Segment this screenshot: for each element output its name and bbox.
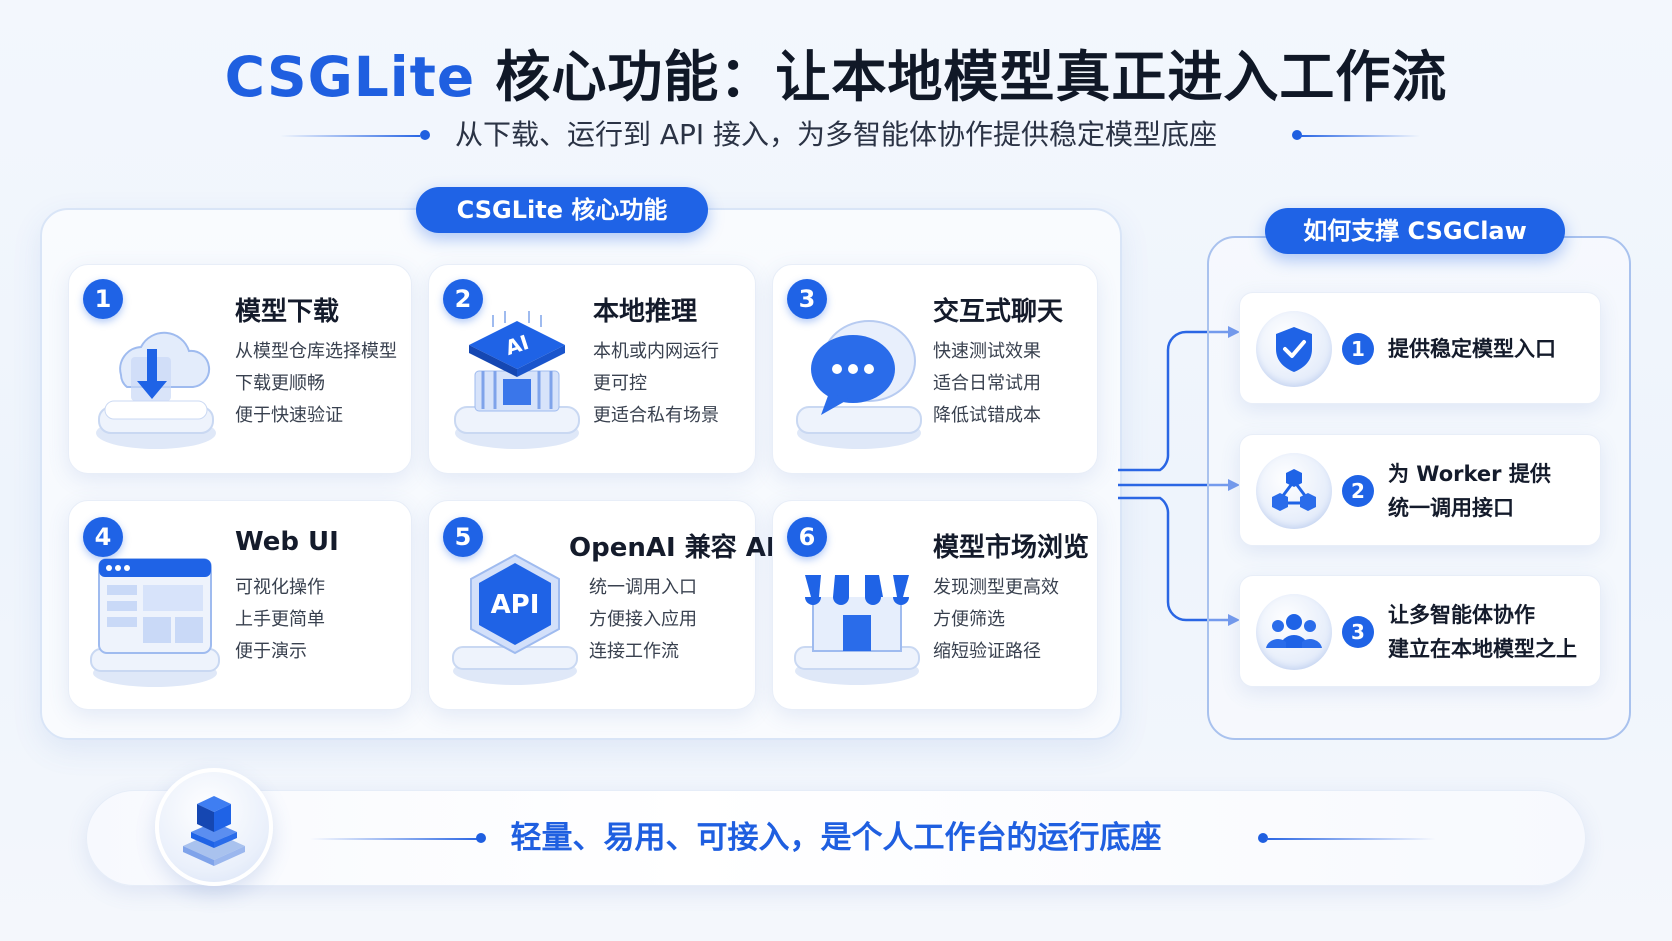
support-text-line: 统一调用接口 [1388, 496, 1514, 520]
feature-line: 降低试错成本 [933, 405, 1041, 426]
feature-line: 快速测试效果 [933, 341, 1041, 362]
feature-line: 本机或内网运行 [593, 341, 719, 362]
support-text-line: 让多智能体协作 [1388, 603, 1535, 627]
feature-line: 更可控 [593, 373, 647, 394]
feature-line: 统一调用入口 [589, 577, 697, 598]
support-text-line: 提供稳定模型入口 [1388, 337, 1556, 361]
feature-card-web-ui: 4 Web UI 可视化操作 上手更简单 便于演示 [68, 500, 412, 710]
feature-line: 便于快速验证 [235, 405, 343, 426]
users-group-icon [1266, 614, 1322, 648]
browser-window-icon [85, 545, 225, 699]
shield-check-icon [1276, 327, 1312, 372]
chat-bubble-icon [789, 305, 929, 459]
feature-number: 6 [787, 517, 827, 557]
support-number: 3 [1342, 616, 1374, 648]
subtitle-line-left [280, 135, 420, 137]
support-card-worker-interface: 2 为 Worker 提供 统一调用接口 [1239, 434, 1601, 546]
support-text-line: 为 Worker 提供 [1388, 462, 1551, 486]
feature-line: 更适合私有场景 [593, 405, 719, 426]
feature-number: 5 [443, 517, 483, 557]
feature-card-model-download: 1 模型下载 从模型仓库选择模型 下载更顺畅 便于快速验证 [68, 264, 412, 474]
feature-line: 可视化操作 [235, 577, 325, 598]
feature-card-interactive-chat: 3 交互式聊天 快速测试效果 适合日常试用 降低试错成本 [772, 264, 1098, 474]
api-hex-text: API [491, 590, 540, 620]
feature-card-model-market: 6 模型市场浏览 发现测型更高效 方便筛选 缩短验证路径 [772, 500, 1098, 710]
feature-title: 本地推理 [593, 297, 698, 327]
banner-icon-bg [155, 768, 273, 886]
feature-line: 发现测型更高效 [933, 577, 1059, 598]
feature-title: 模型下载 [235, 297, 340, 327]
banner-line-left [310, 838, 480, 840]
cube-stack-icon [183, 796, 245, 866]
feature-line: 连接工作流 [589, 641, 679, 662]
banner-tagline: 轻量、易用、可接入，是个人工作台的运行底座 [510, 820, 1162, 856]
feature-line: 从模型仓库选择模型 [235, 341, 397, 362]
api-hexagon-icon: API [445, 545, 585, 699]
feature-number: 2 [443, 279, 483, 319]
feature-title: OpenAI 兼容 API [569, 533, 795, 563]
banner-dot-right [1258, 833, 1268, 843]
support-number: 1 [1342, 333, 1374, 365]
feature-line: 便于演示 [235, 641, 307, 662]
cloud-download-icon [91, 305, 221, 459]
page-title: CSGLite 核心功能：让本地模型真正进入工作流 [0, 32, 1672, 112]
banner-dot-left [476, 833, 486, 843]
support-icon-bg [1256, 594, 1332, 670]
support-icon-bg [1256, 453, 1332, 529]
ai-chip-icon: AI [447, 305, 587, 459]
feature-card-openai-api: 5 API OpenAI 兼容 API 统一调用入口 方便接入应用 连接工作流 [428, 500, 795, 710]
support-card-multi-agent: 3 让多智能体协作 建立在本地模型之上 [1239, 575, 1601, 687]
banner-line-right [1266, 838, 1436, 840]
support-number: 2 [1342, 475, 1374, 507]
feature-number: 4 [83, 517, 123, 557]
feature-title: Web UI [235, 527, 339, 557]
feature-number: 3 [787, 279, 827, 319]
feature-line: 方便接入应用 [589, 609, 697, 630]
subtitle-dot-left [420, 130, 430, 140]
subtitle-line-right [1300, 135, 1420, 137]
support-text-line: 建立在本地模型之上 [1388, 637, 1577, 661]
network-nodes-icon [1272, 469, 1316, 511]
title-rest: 核心功能：让本地模型真正进入工作流 [475, 45, 1448, 109]
subtitle-row: 从下载、运行到 API 接入，为多智能体协作提供稳定模型底座 [0, 115, 1672, 155]
feature-line: 下载更顺畅 [235, 373, 325, 394]
feature-title: 模型市场浏览 [933, 533, 1090, 563]
page-subtitle: 从下载、运行到 API 接入，为多智能体协作提供稳定模型底座 [454, 118, 1218, 151]
storefront-icon [787, 545, 927, 699]
feature-line: 适合日常试用 [933, 373, 1041, 394]
support-icon-bg [1256, 311, 1332, 387]
csgclaw-support-label: 如何支撑 CSGClaw [1265, 208, 1565, 254]
support-card-stable-entry: 1 提供稳定模型入口 [1239, 292, 1601, 404]
core-features-label: CSGLite 核心功能 [416, 187, 708, 233]
title-brand: CSGLite [224, 45, 476, 109]
feature-number: 1 [83, 279, 123, 319]
feature-title: 交互式聊天 [933, 297, 1064, 327]
subtitle-dot-right [1292, 130, 1302, 140]
feature-line: 上手更简单 [235, 609, 325, 630]
feature-line: 缩短验证路径 [933, 641, 1041, 662]
feature-card-local-inference: 2 AI 本地推理 本机或内网运行 更可控 更适合私有场景 [428, 264, 756, 474]
feature-line: 方便筛选 [933, 609, 1005, 630]
flow-connector [1118, 326, 1240, 626]
